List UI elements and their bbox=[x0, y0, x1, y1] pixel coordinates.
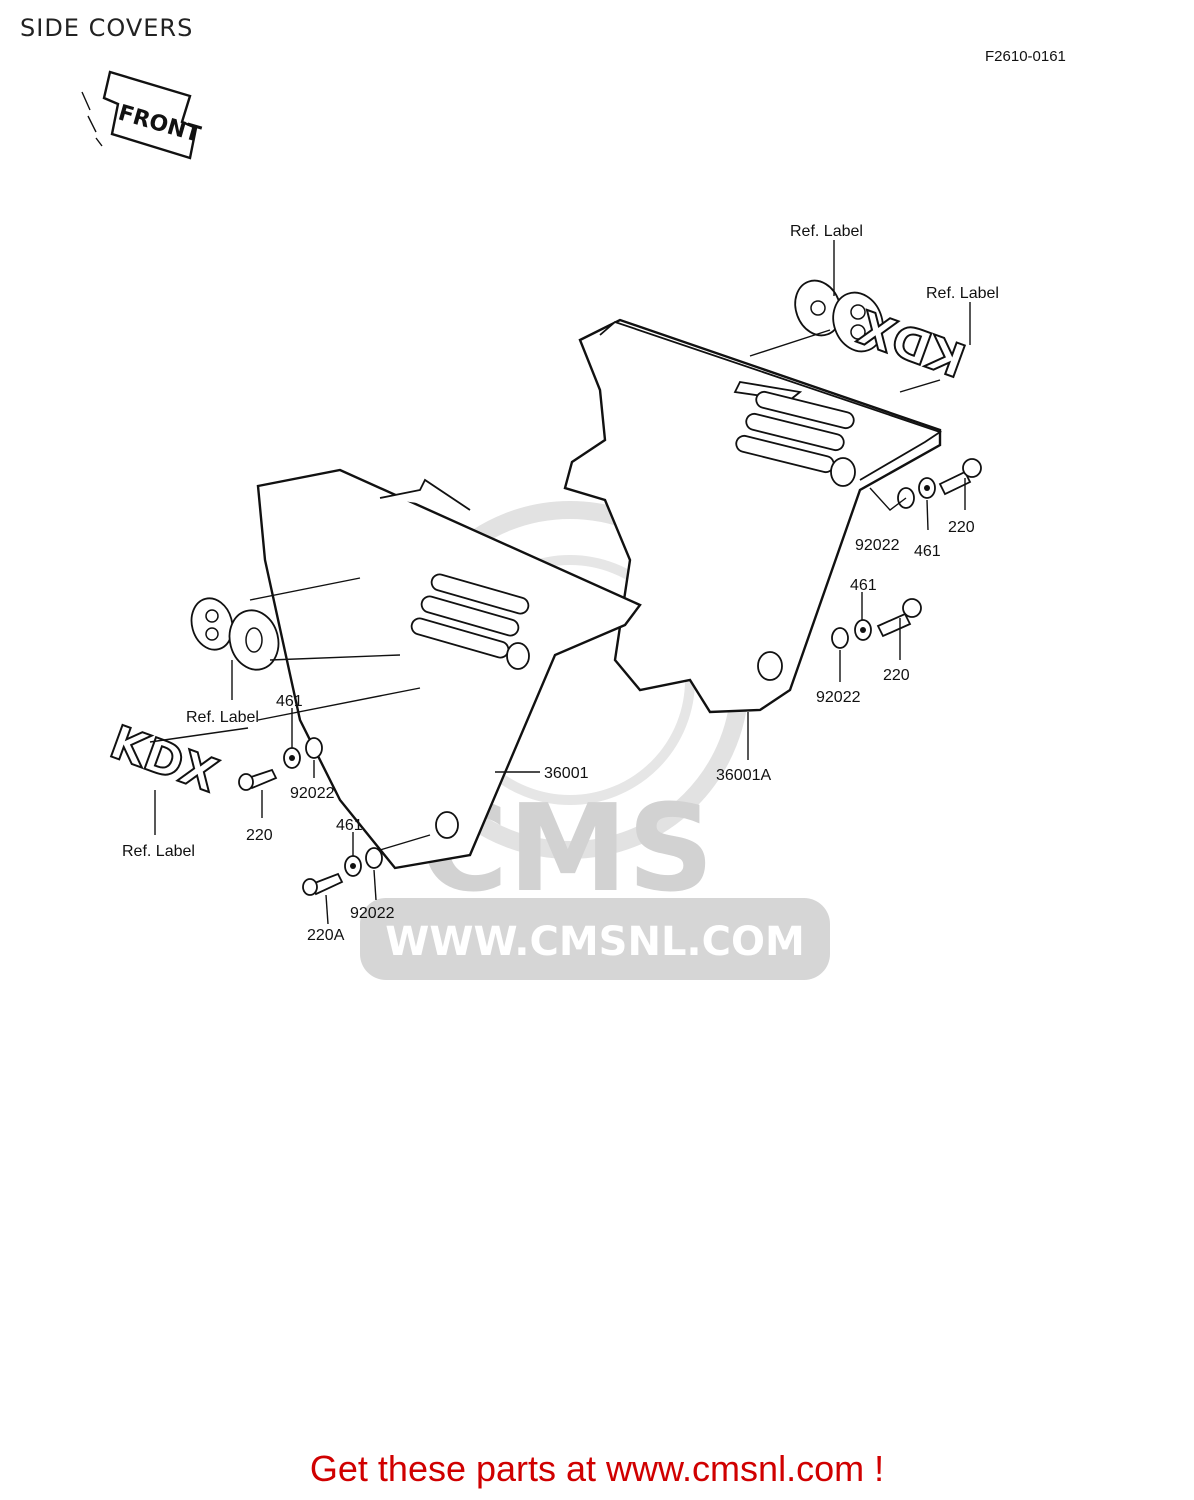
hardware-left-lower bbox=[302, 847, 383, 896]
label-461-left-upper: 461 bbox=[276, 693, 303, 710]
front-arrow-icon: FRONT bbox=[81, 70, 203, 160]
label-220-left-upper: 220 bbox=[246, 827, 273, 844]
label-461-right-lower: 461 bbox=[850, 577, 877, 594]
watermark-url-banner bbox=[360, 898, 830, 980]
label-92022-left-upper: 92022 bbox=[290, 785, 335, 802]
label-92022-right-upper: 92022 bbox=[855, 537, 900, 554]
side-cover-left bbox=[256, 468, 642, 870]
label-220a: 220A bbox=[307, 927, 345, 944]
parts-diagram: CMS WWW.CMSNL.COM FRONT bbox=[81, 70, 999, 980]
ref-label-left-lower: Ref. Label bbox=[122, 843, 195, 860]
emblem-decal-left bbox=[190, 597, 280, 671]
label-36001: 36001 bbox=[544, 765, 589, 782]
label-220-right-lower: 220 bbox=[883, 667, 910, 684]
leader-lines bbox=[149, 240, 971, 925]
label-92022-right-lower: 92022 bbox=[816, 689, 861, 706]
hardware-right-upper bbox=[897, 458, 982, 509]
kdx-decal-right: KDX bbox=[850, 298, 973, 388]
ref-label-top: Ref. Label bbox=[790, 223, 863, 240]
watermark-url: WWW.CMSNL.COM bbox=[385, 919, 805, 965]
hardware-right-lower bbox=[831, 598, 922, 649]
ref-label-top-right: Ref. Label bbox=[926, 285, 999, 302]
emblem-decal-top bbox=[794, 279, 884, 353]
label-461-right-upper: 461 bbox=[914, 543, 941, 560]
side-cover-right bbox=[563, 318, 943, 714]
kdx-decal-left-text: KDX bbox=[103, 715, 224, 803]
label-36001a: 36001A bbox=[716, 767, 771, 784]
kdx-decal-right-text: KDX bbox=[851, 299, 972, 387]
figure-number: F2610-0161 bbox=[985, 48, 1066, 65]
label-461-left-lower: 461 bbox=[336, 817, 363, 834]
label-220-right-upper: 220 bbox=[948, 519, 975, 536]
kdx-decal-left: KDX bbox=[102, 714, 225, 804]
hardware-left-upper bbox=[238, 737, 323, 791]
label-92022-left-lower: 92022 bbox=[350, 905, 395, 922]
ref-label-left: Ref. Label bbox=[186, 709, 259, 726]
get-parts-link[interactable]: Get these parts at www.cmsnl.com ! bbox=[309, 1448, 885, 1489]
page-title: SIDE COVERS bbox=[20, 14, 194, 42]
